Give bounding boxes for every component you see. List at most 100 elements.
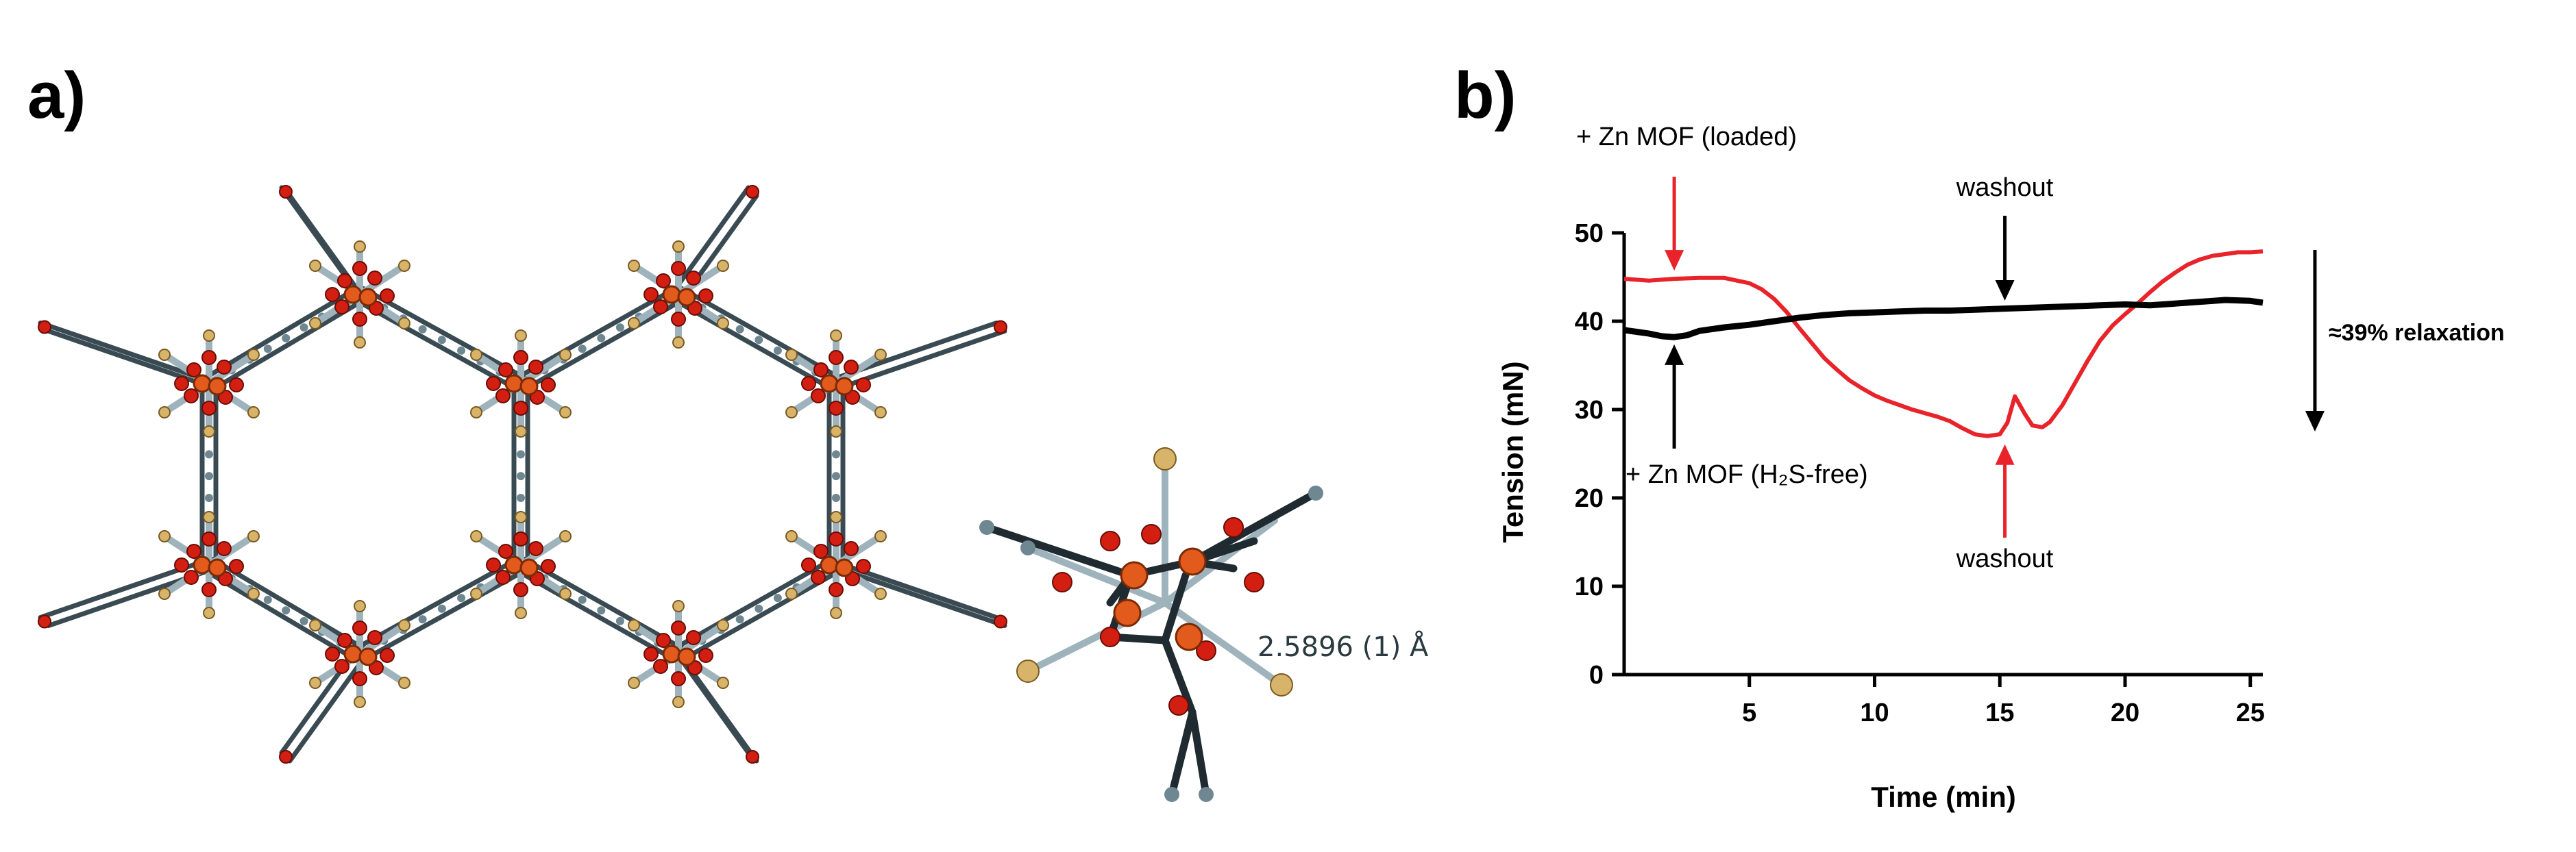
- oxygen-atom: [653, 659, 668, 674]
- carbon-atom: [832, 450, 840, 459]
- zinc-atom: [677, 288, 696, 307]
- x-tick-label: 25: [2236, 699, 2265, 727]
- sulfur-atom: [309, 260, 321, 272]
- sulfur-atom: [785, 406, 798, 418]
- oxygen-atom: [513, 582, 528, 597]
- sulfur-atom: [874, 349, 887, 361]
- x-tick-label: 15: [1985, 699, 2014, 727]
- zinc-atom: [519, 558, 539, 577]
- sulfur-atom: [354, 240, 366, 253]
- carbon-atom: [597, 606, 606, 615]
- zinc-atom: [208, 377, 227, 396]
- carbon-atom: [517, 493, 525, 502]
- linker-bond: [287, 655, 367, 764]
- oxygen-atom: [1141, 524, 1162, 544]
- zinc-atom: [1175, 623, 1203, 651]
- sulfur-atom: [354, 600, 366, 612]
- arrow-washout-red-head: [1995, 444, 2015, 465]
- metal-sulfur-bond: [1025, 599, 1168, 675]
- oxygen-atom: [498, 362, 513, 377]
- oxygen-atom: [541, 377, 556, 392]
- carbon-atom: [755, 604, 763, 613]
- zinc-atom: [193, 555, 212, 575]
- oxygen-atom: [486, 376, 501, 391]
- zinc-atom: [504, 374, 524, 393]
- oxygen-atom: [186, 544, 201, 559]
- oxygen-atom: [352, 671, 367, 686]
- sulfur-atom: [309, 619, 321, 631]
- carbon-atom: [578, 595, 587, 604]
- carbon-atom: [615, 616, 624, 625]
- oxygen-atom: [528, 360, 543, 375]
- linker-bond: [203, 568, 359, 663]
- sulfur-atom: [158, 588, 171, 600]
- carbon-atom: [773, 346, 782, 355]
- series-line-loaded: [1623, 249, 2264, 438]
- annotation-washout-black-label: washout: [1956, 173, 2054, 202]
- linker-bond: [210, 556, 366, 651]
- sulfur-atom: [398, 317, 410, 329]
- carbon-atom: [437, 336, 446, 344]
- sulfur-atom: [717, 677, 729, 689]
- carbon-atom: [263, 595, 272, 604]
- linker-bond: [360, 286, 527, 380]
- carbon-atom: [299, 616, 308, 625]
- zinc-atom: [193, 374, 212, 393]
- sulfur-atom: [398, 619, 410, 631]
- zinc-atom: [1120, 561, 1149, 590]
- zinc-atom: [519, 377, 539, 396]
- annotations-group: + Zn MOF (loaded)washout+ Zn MOF (H₂S-fr…: [1576, 123, 2505, 573]
- oxygen-atom: [671, 312, 686, 327]
- oxygen-atom: [201, 350, 217, 365]
- sulfur-atom: [717, 619, 729, 631]
- carbon-atom: [205, 472, 213, 481]
- cluster-bond: [1161, 636, 1197, 716]
- oxygen-atom: [643, 287, 659, 302]
- oxygen-atom: [174, 376, 189, 391]
- oxygen-atom: [656, 273, 671, 288]
- oxygen-atom: [352, 261, 367, 276]
- zinc-atom: [662, 285, 681, 304]
- panel-b-label: b): [1454, 59, 1517, 132]
- oxygen-atom: [334, 659, 349, 674]
- mof-framework: [38, 185, 1007, 764]
- sulfur-atom: [470, 588, 482, 600]
- x-tick-label: 5: [1742, 699, 1756, 727]
- zinc-atom: [1178, 547, 1207, 576]
- linker-bond: [522, 298, 685, 392]
- zn-zn-distance-label: 2.5896 (1) Å: [1258, 630, 1429, 663]
- zinc-atom: [820, 555, 839, 575]
- sulfur-atom: [785, 588, 798, 600]
- cluster-bond: [1168, 708, 1197, 799]
- sulfur-atom: [559, 588, 572, 600]
- sulfur-atom: [672, 696, 685, 708]
- zinc-atom: [358, 288, 378, 307]
- oxygen-atom: [279, 750, 293, 764]
- linker-bond: [279, 185, 358, 293]
- oxygen-atom: [229, 559, 244, 574]
- sulfur-atom: [158, 349, 171, 361]
- oxygen-atom: [844, 360, 859, 375]
- sulfur-atom: [247, 588, 260, 600]
- sulfur-atom: [354, 696, 366, 708]
- sulfur-atom: [203, 425, 215, 438]
- carbon-atom: [735, 325, 744, 334]
- oxygen-atom: [994, 614, 1007, 629]
- oxygen-atom: [337, 633, 352, 648]
- x-tick-label: 10: [1860, 699, 1889, 727]
- oxygen-atom: [1052, 572, 1072, 592]
- oxygen-atom: [498, 544, 513, 559]
- oxygen-atom: [698, 288, 713, 303]
- zinc-atom: [358, 647, 378, 666]
- oxygen-atom: [811, 388, 826, 403]
- carbon-atom: [832, 472, 840, 481]
- zinc-atom: [1113, 599, 1142, 627]
- oxygen-atom: [38, 614, 51, 629]
- linker-bond: [38, 321, 208, 382]
- oxygen-atom: [217, 541, 232, 556]
- sulfur-atom: [398, 260, 410, 272]
- sulfur-atom: [309, 317, 321, 329]
- oxygen-atom: [671, 261, 686, 276]
